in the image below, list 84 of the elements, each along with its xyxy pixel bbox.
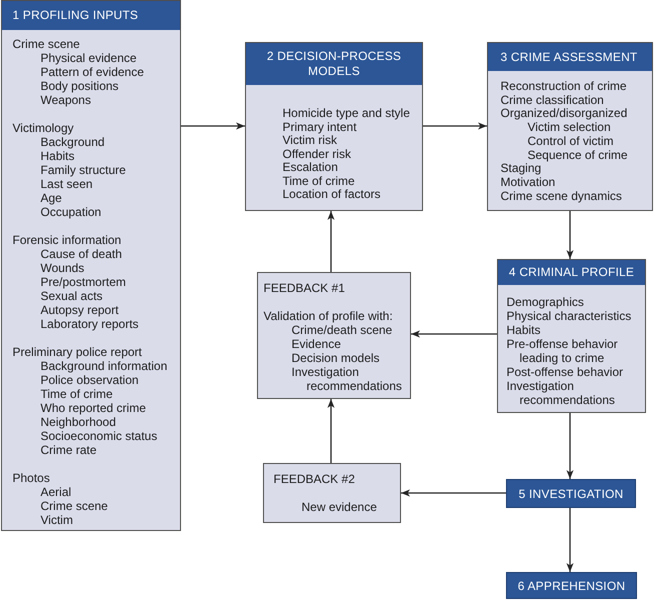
list-item: Background information xyxy=(40,359,168,373)
list-item: Who reported crime xyxy=(40,401,146,415)
arrow xyxy=(401,489,506,497)
process-box xyxy=(245,42,423,211)
arrow xyxy=(327,399,335,463)
list-item: Aerial xyxy=(40,485,72,499)
list-item: Sequence of crime xyxy=(526,148,628,162)
list-item: Pattern of evidence xyxy=(40,65,144,79)
list-item: Habits xyxy=(40,149,75,163)
process-box xyxy=(487,42,653,211)
list-item: Crime/death scene xyxy=(290,322,392,336)
list-item: Crime rate xyxy=(40,443,97,457)
list-item: Family structure xyxy=(40,163,126,177)
list-item: Background xyxy=(40,135,105,149)
list-item: Escalation xyxy=(282,161,338,174)
list-item: Sexual acts xyxy=(40,289,103,303)
box-heading: FEEDBACK #2 xyxy=(274,472,355,486)
title-bar: 1 PROFILING INPUTS xyxy=(2,1,180,30)
list-item: Pre-offense behavior leading to crime xyxy=(506,337,619,365)
list-item: Habits xyxy=(506,323,541,337)
list-item: Crime scene xyxy=(40,499,108,513)
process-box xyxy=(506,479,636,508)
list-item: Control of victim xyxy=(526,134,614,149)
list-item: Neighborhood xyxy=(40,415,116,429)
list-item: Pre/postmortem xyxy=(40,275,126,289)
category-heading: Preliminary police report xyxy=(12,345,142,359)
list-item: Primary intent xyxy=(282,120,357,134)
list-item: Weapons xyxy=(40,93,91,107)
list-item: Police observation xyxy=(40,373,139,387)
arrow xyxy=(411,330,497,338)
list-item: Homicide type and style xyxy=(282,107,410,120)
list-item: Laboratory reports xyxy=(40,317,139,331)
list-item: Victim risk xyxy=(282,134,337,148)
title-bar: 2 DECISION-PROCESS MODELS xyxy=(246,43,422,85)
list-item: Organized/disorganized xyxy=(500,107,628,122)
step-label: 5 INVESTIGATION xyxy=(518,486,624,500)
list-item: Offender risk xyxy=(282,148,351,161)
feedback-box xyxy=(263,463,401,523)
list-item: Crime classification xyxy=(500,94,604,108)
list-item: Cause of death xyxy=(40,247,122,261)
step-label: 6 APPREHENSION xyxy=(518,578,626,592)
list-item: Age xyxy=(40,191,62,205)
list-item: Decision models xyxy=(290,350,380,364)
process-box xyxy=(1,0,181,531)
list-item: Post-offense behavior xyxy=(506,365,624,379)
box-heading: FEEDBACK #1 xyxy=(264,280,345,294)
category-heading: Crime scene xyxy=(12,37,80,51)
list-item: Reconstruction of crime xyxy=(500,80,627,94)
category-heading: Victimology xyxy=(12,121,74,135)
arrow xyxy=(181,122,245,130)
list-item: Physical characteristics xyxy=(506,309,632,323)
list-item: Last seen xyxy=(40,177,93,191)
list-item: Investigation recommendations xyxy=(290,364,403,392)
list-item: Time of crime xyxy=(282,174,355,188)
arrow xyxy=(566,211,574,259)
process-box xyxy=(506,572,637,599)
list-item: Validation of profile with: xyxy=(264,308,393,322)
list-item: Time of crime xyxy=(40,387,113,401)
process-box xyxy=(497,259,646,413)
list-item: Staging xyxy=(500,162,542,176)
list-item: Socioeconomic status xyxy=(40,429,158,443)
list-item: Autopsy report xyxy=(40,303,119,317)
list-item: Demographics xyxy=(506,295,584,309)
list-item: Occupation xyxy=(40,205,102,219)
list-item: Motivation xyxy=(500,176,556,190)
arrow xyxy=(423,122,487,130)
arrow xyxy=(327,211,335,272)
feedback-box xyxy=(257,272,411,399)
list-item: Victim xyxy=(40,513,73,527)
arrow xyxy=(566,413,574,479)
list-item: Body positions xyxy=(40,79,119,93)
category-heading: Photos xyxy=(12,471,50,485)
list-item: Crime scene dynamics xyxy=(500,190,622,204)
title-bar: 4 CRIMINAL PROFILE xyxy=(498,260,645,285)
arrow xyxy=(566,508,574,572)
list-item: Physical evidence xyxy=(40,51,137,65)
category-heading: Forensic information xyxy=(12,233,122,247)
list-item: Location of factors xyxy=(282,188,381,202)
list-item: Investigation recommendations xyxy=(506,379,616,407)
list-item: Wounds xyxy=(40,261,84,275)
list-item: Victim selection xyxy=(526,121,611,135)
title-bar: 3 CRIME ASSESSMENT xyxy=(488,43,652,71)
list-item: Evidence xyxy=(290,336,341,350)
list-item: New evidence xyxy=(300,500,377,514)
